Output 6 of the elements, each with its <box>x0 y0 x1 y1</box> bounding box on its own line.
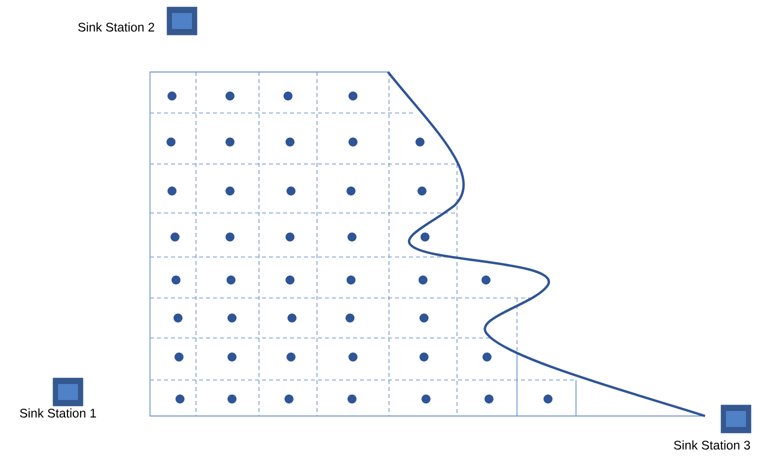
sink-station: Sink Station 1 <box>20 378 96 418</box>
node-label: Sink Station 2 <box>78 22 154 32</box>
node-label: Sink Station 1 <box>20 408 96 418</box>
node-label: Sink Station 3 <box>674 440 750 450</box>
sink-station: Sink Station 3 <box>674 404 752 450</box>
sink-station: Sink Station 2 <box>78 6 198 36</box>
